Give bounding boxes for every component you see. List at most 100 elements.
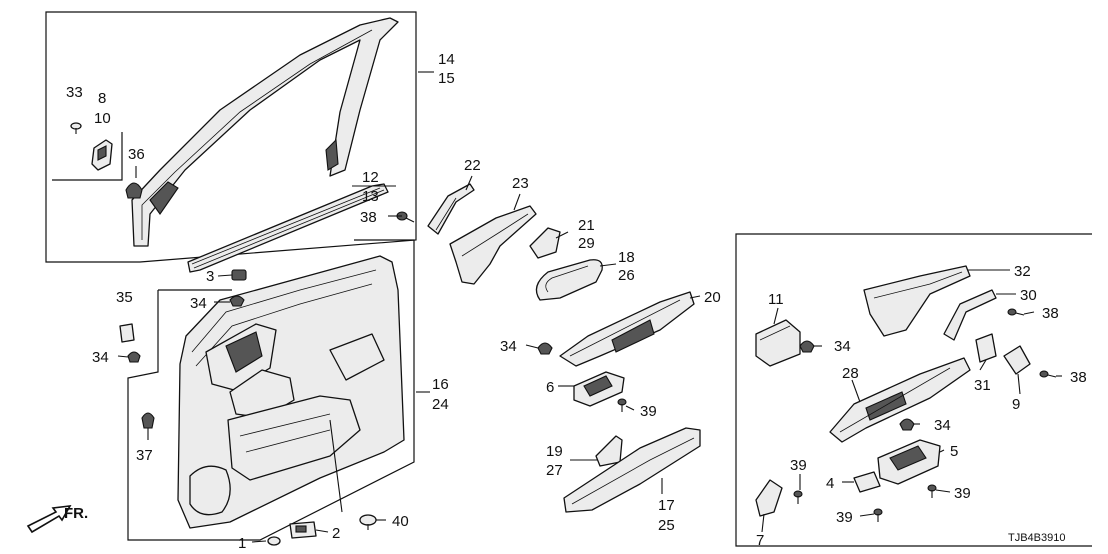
- callout-13: 13: [362, 188, 379, 205]
- callout-25: 25: [658, 517, 675, 534]
- group-box-door-panel: [127, 239, 415, 541]
- module-11: [755, 319, 801, 367]
- door-lining: [177, 255, 405, 529]
- callout-14: 14: [438, 51, 455, 68]
- clip-3: [231, 269, 247, 281]
- screw-39-right-b: [793, 490, 803, 504]
- callout-20: 20: [704, 289, 721, 306]
- callout-23: 23: [512, 175, 529, 192]
- callout-9: 9: [1012, 396, 1020, 413]
- clip-35: [119, 323, 135, 343]
- callout-39-mid: 39: [640, 403, 657, 420]
- switch-5: [877, 439, 941, 485]
- bracket-8-10: [91, 139, 113, 171]
- clip-34-b: [127, 351, 141, 363]
- group-box-upper-left: [45, 11, 417, 263]
- callout-16: 16: [432, 376, 449, 393]
- group-box-sub-bracket: [52, 132, 123, 181]
- armrest-trim-28: [829, 357, 971, 443]
- callout-30: 30: [1020, 287, 1037, 304]
- callout-5: 5: [950, 443, 958, 460]
- callout-1: 1: [238, 535, 246, 552]
- bracket-22: [427, 183, 475, 235]
- callout-39-right-a: 39: [790, 457, 807, 474]
- callout-29: 29: [578, 235, 595, 252]
- callout-34-right-a: 34: [834, 338, 851, 355]
- callout-38-right-b: 38: [1070, 369, 1087, 386]
- callout-32: 32: [1014, 263, 1031, 280]
- callout-21: 21: [578, 217, 595, 234]
- cover-32: [863, 265, 971, 337]
- screw-39-right-c: [873, 508, 883, 522]
- leader-lines: [117, 71, 1062, 543]
- part-1: [267, 536, 281, 546]
- callout-17: 17: [658, 497, 675, 514]
- callout-10: 10: [94, 110, 111, 127]
- screw-38-right-a: [1007, 308, 1025, 316]
- bracket-7: [755, 479, 783, 517]
- callout-26: 26: [618, 267, 635, 284]
- callout-27: 27: [546, 462, 563, 479]
- window-frame-garnish: [131, 17, 399, 247]
- bracket-30: [943, 289, 997, 341]
- callout-34-top: 34: [190, 295, 207, 312]
- screw-39-mid: [617, 398, 627, 412]
- screw-39-right-a: [927, 484, 937, 498]
- clip-34-c: [537, 342, 553, 355]
- belt-molding: [187, 183, 389, 273]
- callout-38-mid: 38: [360, 209, 377, 226]
- front-direction-arrow: FR.: [26, 505, 88, 534]
- switch-4: [853, 471, 881, 493]
- part-2: [289, 521, 317, 539]
- callout-40: 40: [392, 513, 409, 530]
- clip-34-d: [799, 340, 815, 353]
- screw-33: [70, 122, 82, 134]
- callout-36: 36: [128, 146, 145, 163]
- group-box-right: [735, 233, 1092, 547]
- callout-11: 11: [768, 291, 784, 308]
- callout-8: 8: [98, 90, 106, 107]
- diagram-code: TJB4B3910: [1008, 532, 1065, 544]
- clip-40: [359, 514, 377, 530]
- callout-39-right-b: 39: [954, 485, 971, 502]
- cover-23: [449, 205, 537, 285]
- switch-6: [573, 371, 625, 407]
- clip-34-a: [229, 295, 245, 307]
- callout-34-right-b: 34: [934, 417, 951, 434]
- callout-labels: 33 8 10 36 14 15 12 13 38 22 23 21 29 18…: [66, 51, 1087, 552]
- screw-38-right-b: [1039, 370, 1057, 378]
- armrest-17-25: [563, 427, 701, 513]
- armrest-trim-20: [559, 291, 695, 367]
- callout-33: 33: [66, 84, 83, 101]
- screw-38-mid: [396, 211, 415, 223]
- clip-34-e: [899, 418, 915, 431]
- callout-12: 12: [362, 169, 379, 186]
- callout-31: 31: [974, 377, 991, 394]
- callout-18: 18: [618, 249, 635, 266]
- clip-36: [125, 182, 143, 199]
- callout-28: 28: [842, 365, 859, 382]
- callout-38-right-a: 38: [1042, 305, 1059, 322]
- callout-3: 3: [206, 268, 214, 285]
- callout-34-left: 34: [92, 349, 109, 366]
- lens-21-29: [529, 227, 561, 259]
- callout-39-right-c: 39: [836, 509, 853, 526]
- callout-4: 4: [826, 475, 834, 492]
- callout-24: 24: [432, 396, 449, 413]
- switch-31: [975, 333, 997, 363]
- switch-9: [1003, 345, 1031, 375]
- callout-19: 19: [546, 443, 563, 460]
- callout-37: 37: [136, 447, 153, 464]
- callout-6: 6: [546, 379, 554, 396]
- callout-7: 7: [756, 532, 764, 549]
- callout-22: 22: [464, 157, 481, 174]
- callout-35: 35: [116, 289, 133, 306]
- callout-34-mid: 34: [500, 338, 517, 355]
- fr-label: FR.: [64, 505, 88, 522]
- bracket-19-27: [595, 435, 623, 467]
- callout-2: 2: [332, 525, 340, 542]
- clip-37: [141, 412, 155, 429]
- callout-15: 15: [438, 70, 455, 87]
